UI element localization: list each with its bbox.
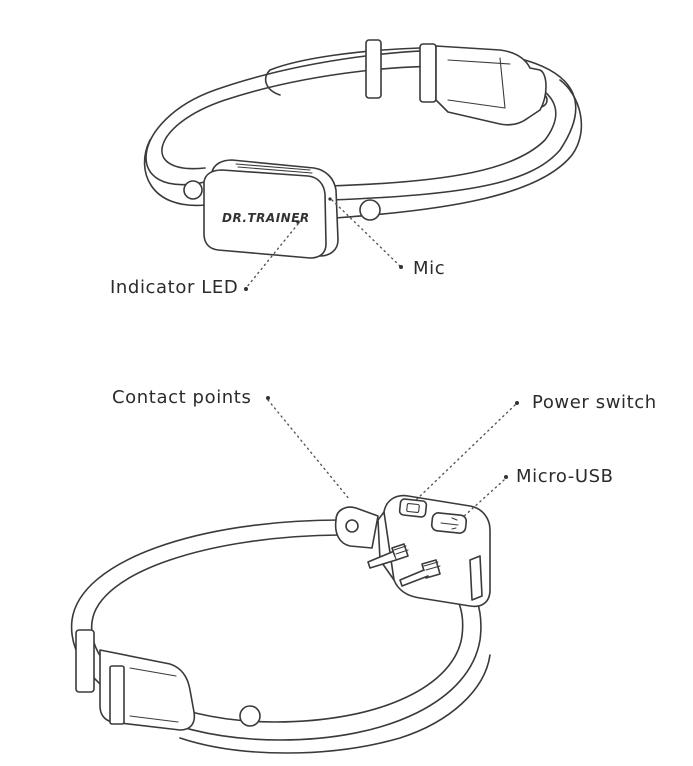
bottom-device-side — [377, 511, 395, 581]
top-buckle-detail — [447, 57, 511, 109]
indicator-led-leader — [245, 223, 299, 289]
label-micro-usb: Micro-USB — [516, 466, 614, 487]
contact-pin-upper — [367, 551, 397, 569]
contact-thread-detail — [393, 545, 441, 571]
micro-usb-leader — [461, 479, 505, 519]
bottom-strap-inner — [91, 534, 464, 723]
label-indicator-led: Indicator LED — [110, 277, 238, 298]
indicator-led-leader-end — [244, 287, 248, 291]
bottom-collar — [70, 494, 491, 754]
mic-leader — [331, 199, 401, 267]
power-switch-knob — [406, 502, 420, 514]
power-switch — [398, 498, 428, 518]
label-mic: Mic — [413, 258, 445, 279]
top-strap-lower-edge — [143, 139, 206, 207]
micro-usb-leader-start — [504, 475, 508, 479]
contact-points-leader-start — [266, 396, 270, 400]
top-strap-loop — [365, 39, 382, 99]
top-strap-hole-right — [359, 199, 381, 221]
contact-points-leader — [267, 399, 351, 501]
top-device-brand: DR.TRAINER — [222, 211, 310, 225]
bottom-strap-loop — [75, 629, 95, 693]
micro-usb-port — [430, 512, 468, 534]
contact-pin-lower — [399, 569, 429, 587]
top-strap-hole-left — [183, 180, 203, 200]
power-switch-leader — [415, 404, 516, 501]
power-switch-leader-start — [515, 401, 519, 405]
usb-symbol-icon — [440, 517, 459, 530]
top-device-face — [203, 169, 327, 259]
label-contact-points: Contact points — [112, 387, 251, 408]
bottom-buckle-frame — [109, 665, 125, 725]
bottom-buckle-detail — [129, 667, 179, 723]
indicator-led — [296, 220, 300, 224]
bottom-strap-outer — [70, 519, 482, 741]
contact-point-upper — [391, 543, 409, 561]
top-buckle-left — [419, 43, 437, 103]
top-device-grip — [235, 163, 313, 174]
bottom-strap-lower-edge — [179, 654, 491, 754]
top-strap-right-lower — [334, 79, 583, 219]
top-strap-back-fold — [264, 47, 421, 96]
bottom-device-bracket — [469, 555, 483, 601]
mic-port — [328, 197, 332, 201]
bottom-strap-hole — [239, 705, 261, 727]
label-power-switch: Power switch — [532, 392, 657, 413]
mic-leader-end — [399, 265, 403, 269]
top-collar: DR.TRAINER — [143, 39, 583, 259]
top-buckle-body — [435, 45, 547, 126]
bottom-tab-hole — [345, 519, 359, 533]
